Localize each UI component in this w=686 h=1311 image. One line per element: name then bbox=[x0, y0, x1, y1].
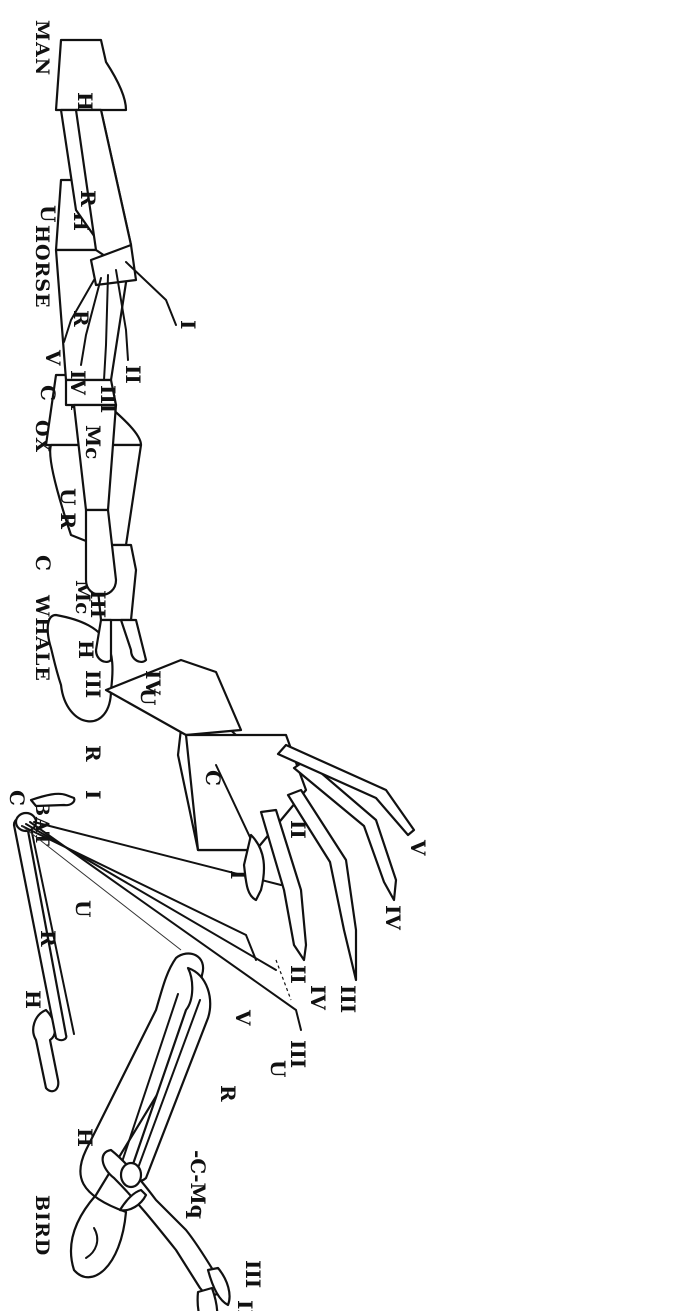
whale-label-ii: II bbox=[286, 965, 310, 984]
bird-label-r: R bbox=[216, 1085, 240, 1102]
bat-digit-i bbox=[31, 794, 74, 806]
bird-title: BIRD bbox=[31, 1195, 53, 1256]
ox-label-ur: U R bbox=[56, 488, 80, 529]
bat-label-r: R bbox=[36, 930, 60, 947]
whale-label-iv: IV bbox=[381, 905, 405, 930]
man-label-iv: IV bbox=[66, 370, 90, 395]
bird-label-cmc: -C-Mc bbox=[186, 1150, 210, 1217]
ox-label-iii: III bbox=[81, 670, 105, 698]
bird-label-i: I bbox=[181, 1210, 205, 1219]
man-label-iii: III bbox=[96, 385, 120, 413]
whale-label-c: C bbox=[201, 770, 225, 786]
man-label-i: I bbox=[176, 320, 200, 329]
bat-label-c: C bbox=[5, 790, 29, 806]
man-label-ii: II bbox=[121, 365, 145, 384]
horse-label-iii: III bbox=[86, 590, 110, 618]
whale-label-v: V bbox=[406, 839, 430, 856]
whale-flipper: WHALE H U R C I II III IV V bbox=[31, 594, 430, 1013]
bat-label-u: U bbox=[71, 900, 95, 917]
bird-wrist bbox=[121, 1163, 141, 1187]
man-label-v: V bbox=[41, 349, 65, 366]
horse-label-c: C bbox=[36, 385, 60, 401]
whale-label-iii: III bbox=[336, 985, 360, 1013]
horse-label-mc: Mc bbox=[81, 425, 105, 459]
bat-label-iii: III bbox=[286, 1040, 310, 1068]
man-label-h: H bbox=[73, 92, 97, 111]
man-title: MAN bbox=[31, 20, 53, 76]
ox-digit-iii bbox=[96, 620, 111, 662]
whale-label-i: I bbox=[226, 870, 250, 879]
bird-label-h: H bbox=[73, 1128, 97, 1147]
whale-label-r: R bbox=[81, 745, 105, 762]
man-label-u: U bbox=[36, 205, 60, 222]
bat-label-v: V bbox=[231, 1009, 255, 1026]
bird-label-ii: II bbox=[233, 1300, 257, 1311]
man-label-r: R bbox=[76, 190, 100, 207]
horse-title: HORSE bbox=[31, 225, 53, 309]
whale-label-h: H bbox=[74, 640, 98, 659]
whale-ulna bbox=[106, 660, 241, 735]
ox-label-iv: IV bbox=[141, 670, 165, 695]
bat-label-iv: IV bbox=[306, 985, 330, 1010]
ox-label-c: C bbox=[31, 555, 55, 571]
bat-label-i: I bbox=[81, 790, 105, 799]
ox-digit-iv bbox=[121, 620, 146, 662]
bird-limb: BIRD H R U -C-Mc I II III bbox=[31, 953, 290, 1311]
bird-label-iii: III bbox=[241, 1260, 265, 1288]
bat-label-h: H bbox=[21, 990, 45, 1009]
